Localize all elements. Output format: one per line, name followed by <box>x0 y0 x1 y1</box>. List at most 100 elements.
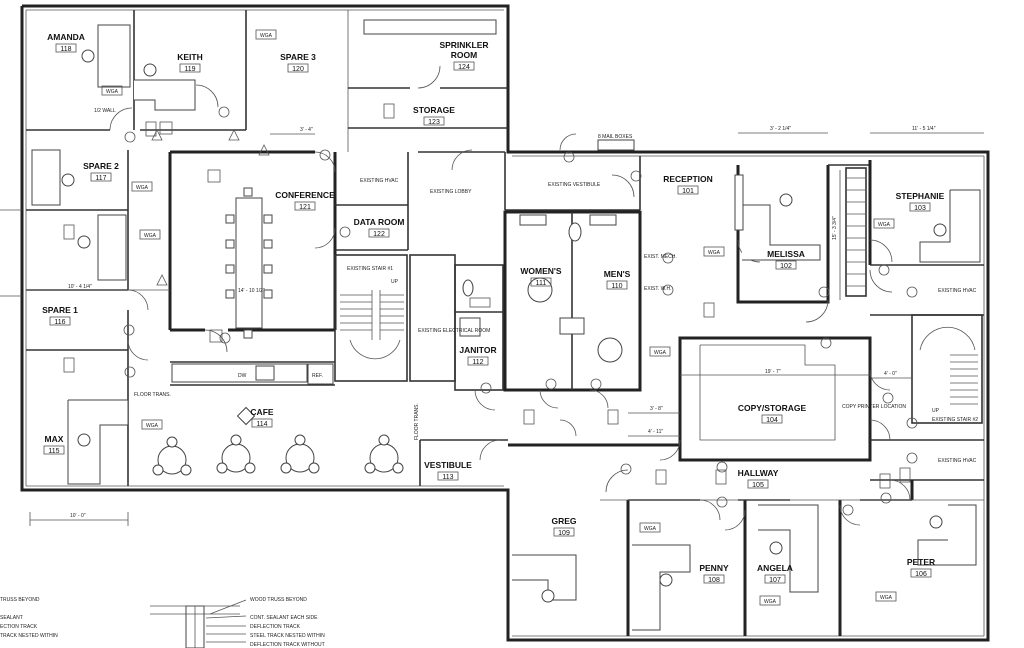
room-123: STORAGE 123 <box>413 105 455 126</box>
svg-text:CAFE: CAFE <box>250 407 273 417</box>
svg-text:TRUSS BEYOND: TRUSS BEYOND <box>0 597 40 603</box>
svg-text:EXIST. MECH.: EXIST. MECH. <box>644 254 677 260</box>
svg-text:120: 120 <box>292 66 304 73</box>
svg-text:PETER: PETER <box>907 557 935 567</box>
room-102: MELISSA 102 <box>767 249 805 270</box>
svg-text:KEITH: KEITH <box>177 52 203 62</box>
svg-text:CONFERENCE: CONFERENCE <box>275 190 335 200</box>
svg-text:WGA: WGA <box>644 526 657 532</box>
svg-text:14' - 10 1/2": 14' - 10 1/2" <box>238 288 265 294</box>
svg-text:SPARE 3: SPARE 3 <box>280 52 316 62</box>
svg-text:WOOD TRUSS BEYOND: WOOD TRUSS BEYOND <box>250 597 307 603</box>
svg-text:WGA: WGA <box>880 595 893 601</box>
svg-text:WGA: WGA <box>136 185 149 191</box>
svg-text:4' - 11": 4' - 11" <box>648 429 663 435</box>
svg-text:EXISTING HVAC: EXISTING HVAC <box>938 288 977 294</box>
room-105: HALLWAY 105 <box>738 468 779 489</box>
svg-text:EXISTING ELECTRICAL ROOM: EXISTING ELECTRICAL ROOM <box>418 328 490 334</box>
svg-text:CONT. SEALANT EACH SIDE: CONT. SEALANT EACH SIDE <box>250 615 318 621</box>
svg-text:MEN'S: MEN'S <box>604 269 631 279</box>
svg-text:FLOOR TRANS.: FLOOR TRANS. <box>414 403 420 440</box>
svg-text:JANITOR: JANITOR <box>459 345 496 355</box>
room-122: DATA ROOM 122 <box>354 217 405 238</box>
svg-text:EXISTING HVAC: EXISTING HVAC <box>360 178 399 184</box>
svg-text:123: 123 <box>428 119 440 126</box>
exterior-walls <box>20 4 990 642</box>
svg-text:COPY PRINTER LOCATION: COPY PRINTER LOCATION <box>842 404 906 410</box>
svg-text:124: 124 <box>458 64 470 71</box>
svg-text:121: 121 <box>299 204 311 211</box>
svg-text:103: 103 <box>914 205 926 212</box>
room-112: JANITOR 112 <box>459 345 496 366</box>
svg-text:DEFLECTION TRACK: DEFLECTION TRACK <box>250 624 301 630</box>
svg-text:111: 111 <box>536 280 547 287</box>
svg-text:ANGELA: ANGELA <box>757 563 793 573</box>
svg-text:STORAGE: STORAGE <box>413 105 455 115</box>
svg-text:AMANDA: AMANDA <box>47 32 85 42</box>
svg-text:WGA: WGA <box>144 233 157 239</box>
svg-text:118: 118 <box>60 46 71 53</box>
svg-text:ECTION TRACK: ECTION TRACK <box>0 624 38 630</box>
svg-text:EXIST. W.H.: EXIST. W.H. <box>644 286 672 292</box>
svg-text:DATA ROOM: DATA ROOM <box>354 217 405 227</box>
svg-text:DW: DW <box>238 373 247 379</box>
svg-text:SPRINKLER: SPRINKLER <box>439 40 488 50</box>
svg-text:102: 102 <box>780 263 792 270</box>
room-107: ANGELA 107 <box>757 563 793 584</box>
notes: 1/2 WALL EXISTING HVAC EXISTING LOBBY EX… <box>94 108 978 464</box>
svg-text:108: 108 <box>708 577 720 584</box>
svg-text:MELISSA: MELISSA <box>767 249 805 259</box>
doors <box>109 65 911 531</box>
room-121: CONFERENCE 121 <box>275 190 335 211</box>
svg-text:VESTIBULE: VESTIBULE <box>424 460 472 470</box>
svg-text:105: 105 <box>752 482 764 489</box>
svg-text:UP: UP <box>932 408 940 414</box>
svg-text:110: 110 <box>611 283 622 290</box>
svg-text:RECEPTION: RECEPTION <box>663 174 713 184</box>
svg-text:11' - 5 1/4": 11' - 5 1/4" <box>912 126 936 132</box>
svg-text:3' - 2 1/4": 3' - 2 1/4" <box>770 126 791 132</box>
svg-text:SPARE 2: SPARE 2 <box>83 161 119 171</box>
svg-text:SPARE 1: SPARE 1 <box>42 305 78 315</box>
svg-text:8 MAIL BOXES: 8 MAIL BOXES <box>598 134 633 140</box>
svg-text:COPY/STORAGE: COPY/STORAGE <box>738 403 807 413</box>
svg-text:101: 101 <box>682 188 694 195</box>
svg-text:WGA: WGA <box>878 222 891 228</box>
svg-text:FLOOR TRANS.: FLOOR TRANS. <box>134 392 171 398</box>
svg-text:15' - 3 3/4": 15' - 3 3/4" <box>832 216 838 240</box>
svg-text:WGA: WGA <box>146 423 159 429</box>
svg-text:EXISTING HVAC: EXISTING HVAC <box>938 458 977 464</box>
svg-text:10' - 0": 10' - 0" <box>70 513 86 519</box>
svg-text:TRACK NESTED WITHIN: TRACK NESTED WITHIN <box>0 633 58 639</box>
furniture <box>31 19 981 631</box>
room-110: MEN'S 110 <box>604 269 631 290</box>
room-101: RECEPTION 101 <box>663 174 713 195</box>
svg-text:PENNY: PENNY <box>699 563 729 573</box>
svg-text:122: 122 <box>373 231 385 238</box>
svg-text:EXISTING LOBBY: EXISTING LOBBY <box>430 189 472 195</box>
svg-text:WGA: WGA <box>654 350 667 356</box>
svg-text:EXISTING STAIR #1: EXISTING STAIR #1 <box>347 266 393 272</box>
dimension-text: 3' - 4" 3' - 2 1/4" 11' - 5 1/4" 15' - 3… <box>68 126 936 519</box>
svg-text:1/2 WALL: 1/2 WALL <box>94 108 116 114</box>
svg-text:107: 107 <box>769 577 781 584</box>
svg-text:3' - 8": 3' - 8" <box>650 406 663 412</box>
dimension-lines <box>0 132 984 526</box>
svg-text:REF.: REF. <box>312 373 323 379</box>
svg-text:STEEL TRACK NESTED WITHIN: STEEL TRACK NESTED WITHIN <box>250 633 325 639</box>
svg-text:112: 112 <box>472 359 483 366</box>
svg-text:WGA: WGA <box>708 250 721 256</box>
svg-text:UP: UP <box>391 279 399 285</box>
svg-text:HALLWAY: HALLWAY <box>738 468 779 478</box>
